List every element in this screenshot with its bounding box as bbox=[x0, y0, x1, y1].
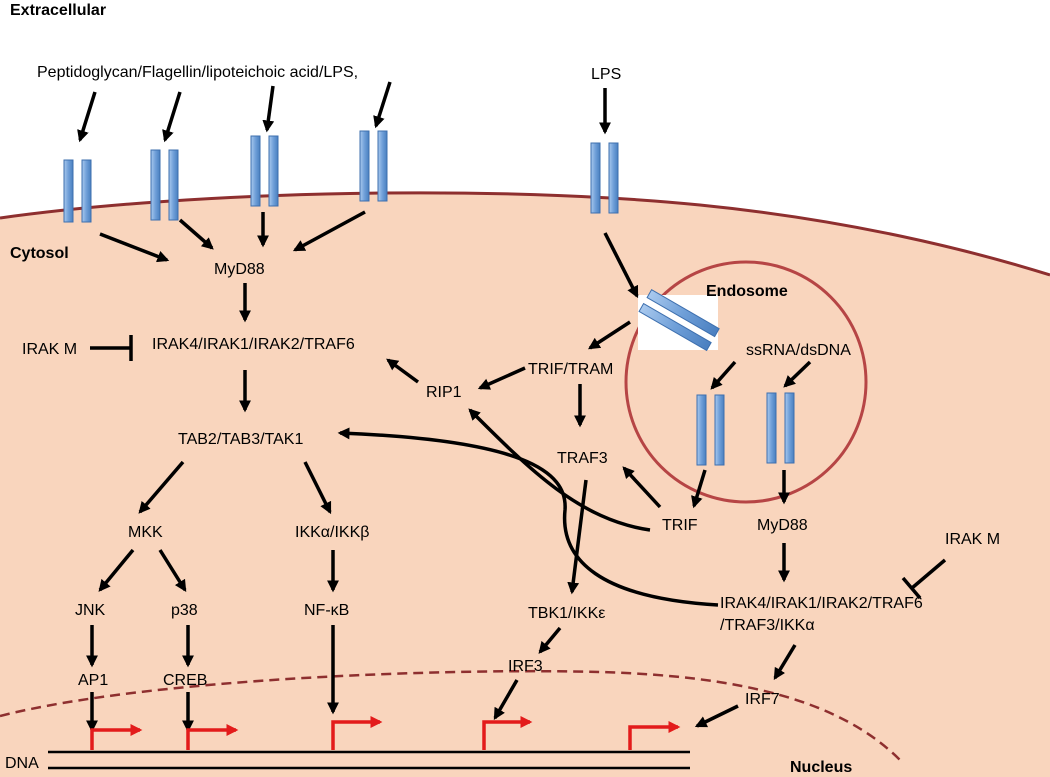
node-trif-tram: TRIF/TRAM bbox=[528, 361, 613, 378]
node-irakm-right: IRAK M bbox=[945, 531, 1000, 548]
label-dna: DNA bbox=[5, 755, 39, 772]
surface-receptor-3 bbox=[250, 135, 279, 207]
node-irak-complex-right-line2: /TRAF3/IKKα bbox=[720, 617, 815, 634]
endosomal-receptor-2 bbox=[766, 392, 795, 464]
label-ligand-lps: LPS bbox=[591, 66, 621, 83]
node-irf3: IRF3 bbox=[508, 658, 543, 675]
cytosol-region bbox=[0, 192, 1050, 777]
surface-receptor-2 bbox=[150, 149, 179, 221]
node-ap1: AP1 bbox=[78, 672, 108, 689]
node-irak-complex-left: IRAK4/IRAK1/IRAK2/TRAF6 bbox=[152, 336, 355, 353]
signaling-arrows bbox=[77, 81, 812, 733]
node-mkk: MKK bbox=[128, 524, 163, 541]
surface-receptor-lps bbox=[590, 142, 619, 214]
internalized-receptor bbox=[638, 289, 720, 352]
label-ligands-surface: Peptidoglycan/Flagellin/lipoteichoic aci… bbox=[37, 64, 358, 81]
node-irf7: IRF7 bbox=[745, 691, 780, 708]
nuclear-envelope bbox=[0, 669, 901, 761]
surface-receptor-4 bbox=[359, 130, 388, 202]
label-ligands-endosome: ssRNA/dsDNA bbox=[746, 342, 851, 359]
surface-receptor-1 bbox=[63, 159, 92, 223]
node-irakm-left: IRAK M bbox=[22, 341, 77, 358]
node-traf3: TRAF3 bbox=[557, 450, 608, 467]
label-cytosol: Cytosol bbox=[10, 245, 69, 262]
label-nucleus: Nucleus bbox=[790, 759, 852, 776]
node-myd88-left: MyD88 bbox=[214, 261, 265, 278]
node-tbk1: TBK1/IKKε bbox=[528, 605, 605, 622]
node-creb: CREB bbox=[163, 672, 207, 689]
transcription-arrows bbox=[90, 716, 681, 750]
plasma-membrane bbox=[0, 191, 1050, 277]
node-p38: p38 bbox=[171, 602, 198, 619]
endosome bbox=[624, 260, 868, 504]
inhibition-irakm-left bbox=[90, 335, 133, 361]
node-rip1: RIP1 bbox=[426, 384, 462, 401]
node-myd88-right: MyD88 bbox=[757, 517, 808, 534]
label-endosome: Endosome bbox=[706, 283, 788, 300]
node-tab-complex: TAB2/TAB3/TAK1 bbox=[178, 431, 303, 448]
node-trif: TRIF bbox=[662, 517, 698, 534]
node-ikk: IKKα/IKKβ bbox=[295, 524, 369, 541]
inhibition-irakm-right bbox=[901, 558, 947, 600]
node-jnk: JNK bbox=[75, 602, 106, 619]
endosomal-receptor-1 bbox=[696, 394, 725, 466]
node-nfkb: NF-κB bbox=[304, 602, 349, 619]
node-irak-complex-right-line1: IRAK4/IRAK1/IRAK2/TRAF6 bbox=[720, 595, 923, 612]
label-extracellular: Extracellular bbox=[10, 2, 106, 19]
